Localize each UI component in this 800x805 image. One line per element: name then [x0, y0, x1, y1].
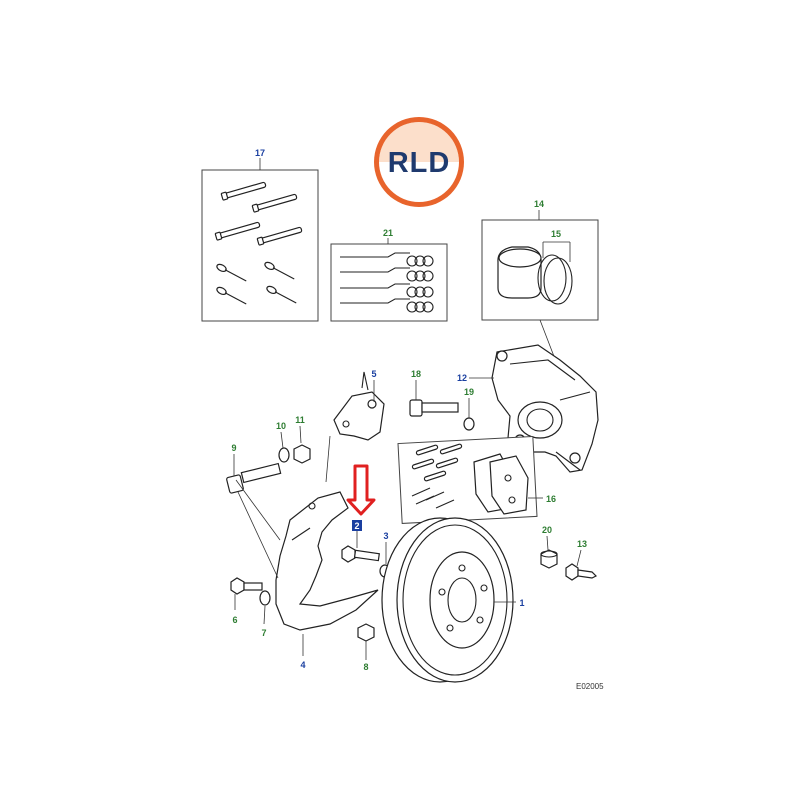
- bolt-2: [341, 545, 380, 563]
- brake-pads: [473, 453, 529, 515]
- callout-12: 12: [457, 373, 467, 383]
- brake-disc: [381, 517, 514, 683]
- callout-6: 6: [232, 615, 237, 625]
- nut-8: [357, 623, 375, 642]
- callout-14: 14: [534, 199, 544, 209]
- logo-shine: [379, 122, 459, 162]
- bolt-18: [409, 399, 459, 417]
- callout-21: 21: [383, 228, 393, 238]
- fitting-20: [540, 549, 558, 569]
- callout-11: 11: [295, 415, 305, 425]
- highlight-box-2: [352, 520, 362, 531]
- bleed-screw-13: [565, 563, 598, 581]
- bolt-6: [230, 577, 263, 595]
- callout-1: 1: [519, 598, 524, 608]
- callout-9: 9: [231, 443, 236, 453]
- callout-7: 7: [261, 628, 266, 638]
- nut-11: [293, 444, 311, 464]
- red-arrow-indicator: [346, 464, 376, 516]
- callout-15: 15: [551, 229, 561, 239]
- callout-17: 17: [255, 148, 265, 158]
- piston-and-seals: [497, 246, 573, 305]
- washer-10: [278, 447, 290, 463]
- callout-8: 8: [363, 662, 368, 672]
- dust-shield: [275, 491, 379, 631]
- washer-19: [463, 417, 475, 431]
- callout-19: 19: [464, 387, 474, 397]
- anti-rattle-springs: [340, 252, 434, 313]
- callout-10: 10: [276, 421, 286, 431]
- mounting-bracket: [333, 371, 385, 441]
- callout-13: 13: [577, 539, 587, 549]
- logo-inner: [379, 122, 459, 202]
- logo-text: RLD: [388, 147, 451, 179]
- callout-18: 18: [411, 369, 421, 379]
- pins-and-clips: [214, 181, 303, 305]
- callout-2: 2: [354, 521, 359, 531]
- diagram-code: E02005: [576, 682, 604, 691]
- callout-5: 5: [371, 369, 376, 379]
- bolt-9: [226, 462, 282, 494]
- washer-7: [259, 590, 271, 606]
- callout-3: 3: [383, 531, 388, 541]
- pad-springs-and-pins: [411, 443, 463, 509]
- callout-20: 20: [542, 525, 552, 535]
- callout-16: 16: [546, 494, 556, 504]
- kit-box-21: [330, 243, 448, 322]
- rld-logo: RLD: [374, 117, 464, 207]
- callout-4: 4: [300, 660, 305, 670]
